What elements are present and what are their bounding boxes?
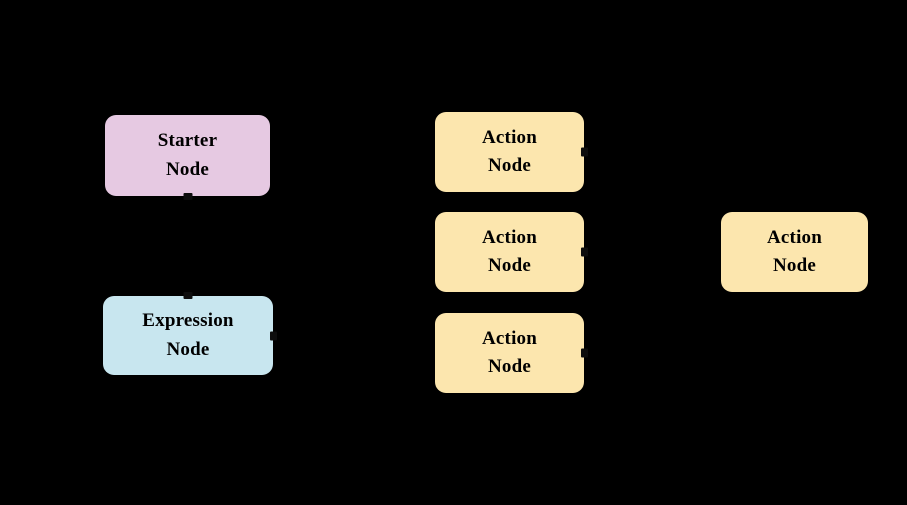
- node-label-line-2: Node: [487, 356, 532, 377]
- node-label-line-2: Node: [166, 338, 210, 360]
- node-label-line-1: Starter: [157, 130, 218, 152]
- node-label-line-1: Expression: [142, 310, 234, 332]
- connector-port-bottom-icon[interactable]: [183, 193, 192, 200]
- connector-port-right-icon[interactable]: [270, 331, 277, 340]
- node-label-line-2: Node: [487, 255, 532, 276]
- connector-port-right-icon[interactable]: [581, 348, 588, 358]
- connector-port-right-icon[interactable]: [581, 247, 588, 257]
- node-label-line-2: Node: [165, 158, 210, 180]
- node-label-line-1: Action: [766, 226, 823, 248]
- node-label-line-1: Action: [481, 126, 538, 148]
- node-label-line-2: Node: [487, 155, 532, 176]
- connector-port-right-icon[interactable]: [581, 147, 588, 157]
- node-label-line-1: Action: [481, 226, 538, 248]
- node-label-line-1: Action: [481, 327, 538, 349]
- connector-port-top-icon[interactable]: [183, 292, 193, 299]
- node-label-line-2: Node: [772, 255, 817, 276]
